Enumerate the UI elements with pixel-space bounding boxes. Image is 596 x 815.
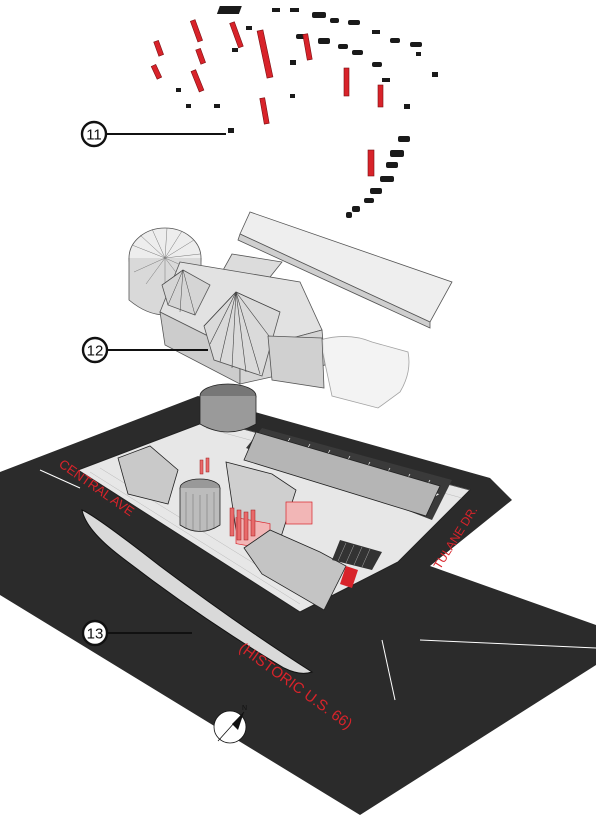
north-arrow: N: [213, 705, 247, 744]
north-label: N: [242, 705, 247, 712]
stair-element: [332, 540, 382, 588]
callout-11-label: 11: [86, 127, 102, 144]
callout-13: 13: [81, 619, 192, 647]
callout-11: 11: [80, 120, 226, 148]
layer-13-site-plan: CENTRAL AVE TULANE DR. (HISTORIC U.S. 66…: [0, 383, 596, 815]
layer-12-building-envelope: [128, 211, 453, 409]
median-island: [81, 509, 314, 674]
callout-13-label: 13: [87, 626, 104, 643]
round-silo: [179, 478, 221, 532]
callout-12-label: 12: [87, 343, 104, 360]
callout-12: 12: [81, 336, 208, 364]
cylinder-tower: [199, 383, 257, 433]
layer-11-site-elements: [150, 6, 438, 218]
